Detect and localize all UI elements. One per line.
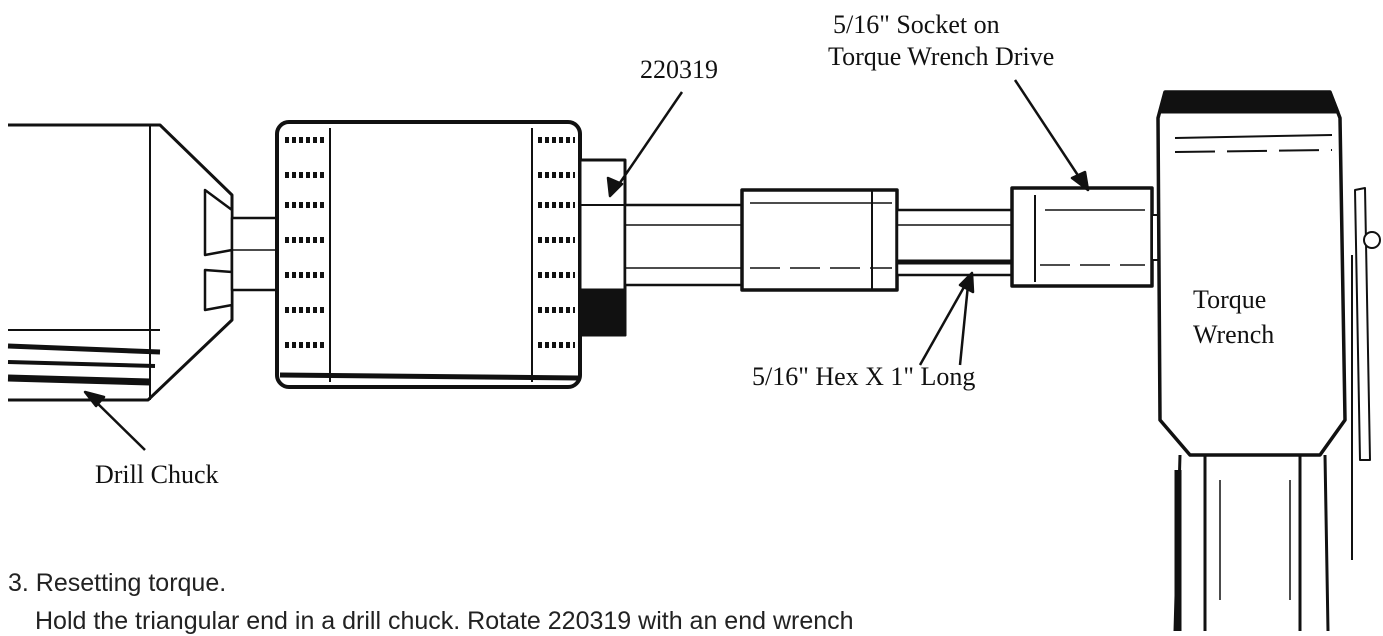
clutch-cylinder <box>275 120 582 389</box>
socket-label-line2: Torque Wrench Drive <box>828 42 1055 71</box>
torque-wrench-label-line2: Wrench <box>1193 320 1275 349</box>
leader-arrows <box>83 79 1090 451</box>
step-body: Hold the triangular end in a drill chuck… <box>35 607 854 635</box>
torque-wrench-label-line1: Torque <box>1193 285 1267 314</box>
socket-on-drive <box>1010 186 1154 288</box>
drill-chuck-label: Drill Chuck <box>95 460 219 489</box>
shaft-1 <box>623 203 744 287</box>
drill-chuck-body <box>7 123 234 402</box>
triangular-shaft <box>230 216 279 292</box>
hex-shaft <box>895 208 1014 277</box>
step-title: 3. Resetting torque. <box>8 569 227 597</box>
hex-label: 5/16" Hex X 1" Long <box>752 362 976 391</box>
coupling-socket <box>740 188 899 292</box>
torque-wrench-body <box>1156 90 1381 631</box>
part-number-label: 220319 <box>640 55 718 84</box>
socket-label-line1: 5/16" Socket on <box>833 10 1000 39</box>
